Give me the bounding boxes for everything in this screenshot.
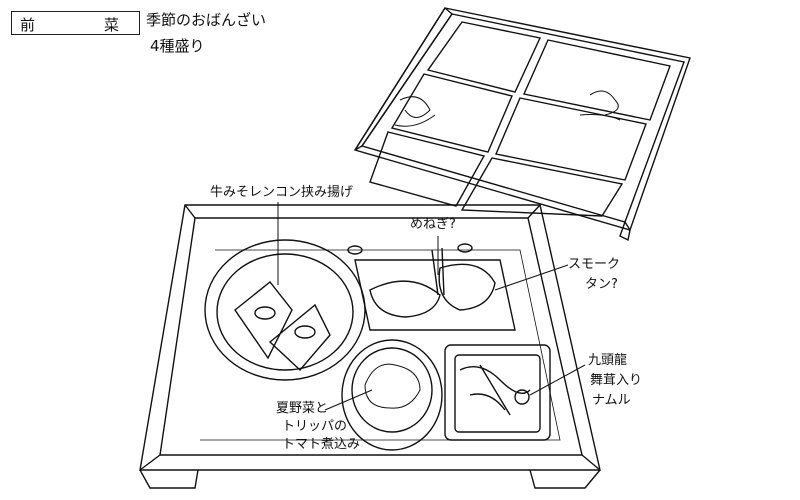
label-green-onion: めねぎ? (410, 217, 456, 232)
label-namul-1: 九頭龍 (588, 353, 628, 368)
leader-lines (277, 202, 586, 411)
namul-dish (444, 344, 551, 441)
label-tripe-1: 夏野菜と (276, 401, 329, 416)
lotus-plate (204, 239, 366, 381)
label-namul-2: 舞茸入り (590, 373, 643, 388)
course-description: 季節のおばんざい (146, 11, 267, 29)
course-title-first: 前 (20, 16, 36, 34)
course-title-box: 前 菜 (11, 11, 140, 35)
course-title-second: 菜 (104, 16, 120, 34)
label-tripe-3: トマト煮込み (282, 437, 361, 452)
bento-box (139, 204, 601, 489)
tripe-bowl (341, 339, 443, 451)
label-namul-3: ナムル (592, 393, 631, 408)
label-smoked-tongue-2: タン? (585, 277, 618, 292)
label-lotus-root: 牛みそレンコン挟み揚げ (210, 185, 354, 200)
bento-lid (353, 6, 691, 242)
course-description-count: 4種盛り (150, 37, 205, 55)
tongue-board (347, 243, 516, 331)
label-tripe-2: トリッパの (282, 419, 348, 434)
label-smoked-tongue-1: スモーク (568, 257, 621, 272)
